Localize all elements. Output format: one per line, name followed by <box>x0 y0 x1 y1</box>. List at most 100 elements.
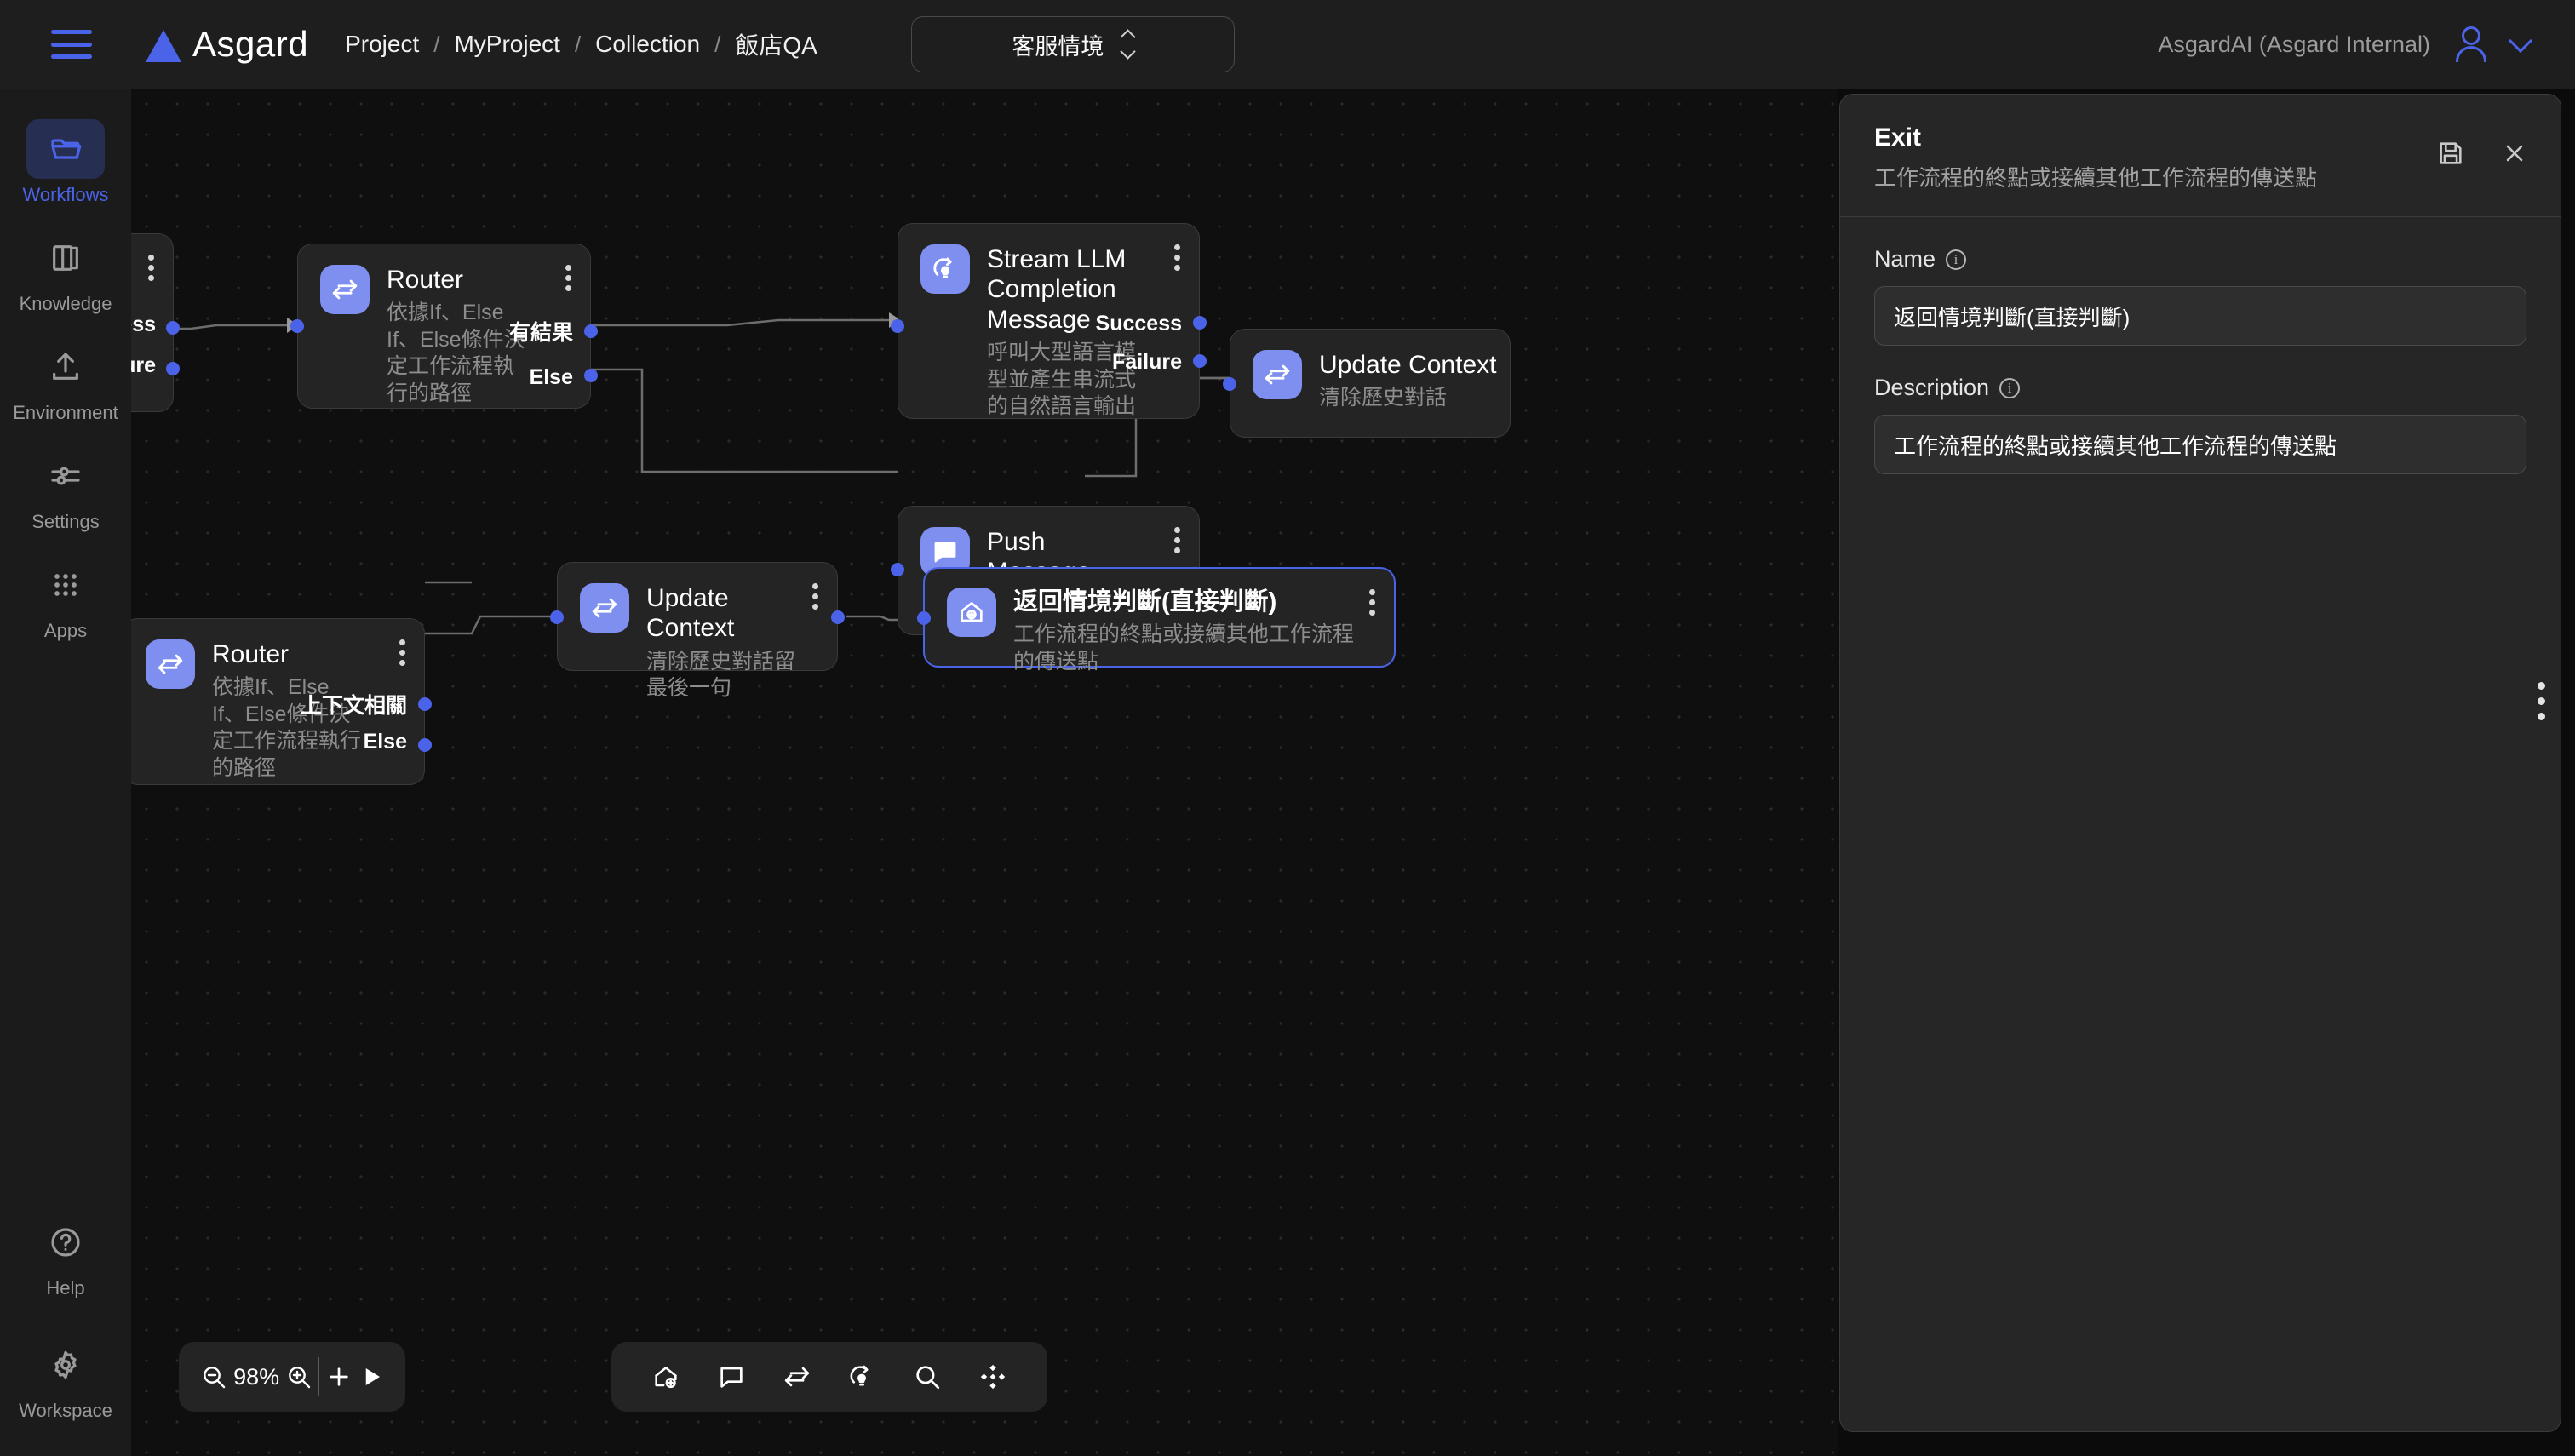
sidebar-item-workspace[interactable]: Workspace <box>0 1335 131 1422</box>
sidebar-item-knowledge[interactable]: Knowledge <box>0 228 131 315</box>
sidebar-label-apps: Apps <box>43 620 88 641</box>
port-dot-else[interactable] <box>584 369 598 382</box>
play-icon[interactable] <box>358 1364 384 1390</box>
sidebar-item-apps[interactable]: Apps <box>0 555 131 642</box>
info-icon[interactable]: i <box>1999 377 2021 398</box>
node-menu-icon[interactable] <box>148 255 154 281</box>
node-menu-icon[interactable] <box>812 583 818 610</box>
node-properties-panel: Exit 工作流程的終點或接續其他工作流程的傳送點 Name i Descrip… <box>1839 94 2561 1432</box>
hamburger-icon[interactable] <box>51 30 92 59</box>
sidebar-item-workflows[interactable]: Workflows <box>0 119 131 206</box>
node-title: 返回情境判斷(直接判斷) <box>1013 588 1277 616</box>
sidebar: Workflows Knowledge Environment <box>0 89 131 1456</box>
upload-icon <box>53 353 78 380</box>
port-label-context-related: 上下文相關 <box>300 694 407 718</box>
zoom-in-icon[interactable] <box>285 1363 313 1390</box>
port-dot-output[interactable] <box>831 610 845 624</box>
node-menu-icon[interactable] <box>399 639 405 666</box>
node-update-context-right[interactable]: Update Context 清除歷史對話 <box>1223 329 1511 438</box>
save-icon[interactable] <box>2436 139 2465 168</box>
port-label-failure: Failure <box>1112 350 1182 374</box>
port-label-success: Success <box>1095 312 1182 335</box>
breadcrumb-separator: / <box>714 31 721 57</box>
workflow-canvas[interactable]: Success Failure Router 依據If、Else If、Else… <box>131 89 1838 1456</box>
port-dot-context-related[interactable] <box>418 697 432 711</box>
router-icon <box>1253 350 1302 399</box>
panel-body: Name i Description i <box>1840 217 2561 503</box>
node-offscreen-left[interactable]: Success Failure <box>131 233 180 412</box>
sidebar-item-environment[interactable]: Environment <box>0 337 131 424</box>
llm-node-icon[interactable] <box>847 1362 876 1391</box>
sidebar-label-settings: Settings <box>32 511 100 532</box>
sidebar-item-settings[interactable]: Settings <box>0 446 131 533</box>
message-node-icon[interactable] <box>717 1362 746 1391</box>
node-title: Router <box>212 640 290 668</box>
node-menu-icon[interactable] <box>1369 589 1375 616</box>
sidebar-item-help[interactable]: Help <box>0 1212 131 1299</box>
sliders-icon <box>51 467 80 485</box>
node-exit-selected[interactable]: 返回情境判斷(直接判斷) 工作流程的終點或接續其他工作流程的傳送點 <box>917 567 1396 674</box>
port-label-else: Else <box>363 730 407 754</box>
port-dot-failure[interactable] <box>166 362 180 375</box>
port-dot-input[interactable] <box>290 319 304 333</box>
node-description: 工作流程的終點或接續其他工作流程的傳送點 <box>1013 622 1355 674</box>
breadcrumb-item-project[interactable]: Project <box>345 31 420 57</box>
node-router-bottom[interactable]: Router 依據If、Else If、Else條件決定工作流程執行的路徑 上下… <box>131 618 432 785</box>
environment-selector[interactable]: 客服情境 <box>910 16 1235 72</box>
sidebar-label-workflows: Workflows <box>22 184 109 205</box>
port-dot-input[interactable] <box>550 610 564 624</box>
exit-node-icon[interactable] <box>651 1362 680 1391</box>
zoom-out-icon[interactable] <box>200 1363 227 1390</box>
breadcrumb-separator: / <box>574 31 582 57</box>
breadcrumb-item-current[interactable]: 飯店QA <box>735 32 817 59</box>
node-stream-llm[interactable]: Stream LLM Completion Message 呼叫大型語言模型並產… <box>891 223 1207 419</box>
port-dot-failure[interactable] <box>1193 354 1207 368</box>
toolbar-divider <box>318 1357 320 1396</box>
panel-header: Exit 工作流程的終點或接續其他工作流程的傳送點 <box>1840 95 2561 217</box>
port-dot-input[interactable] <box>1223 377 1236 391</box>
port-dot-input[interactable] <box>891 319 904 333</box>
zoom-toolbar: 98% <box>179 1342 405 1412</box>
port-dot-success[interactable] <box>1193 316 1207 330</box>
close-icon[interactable] <box>2501 140 2528 167</box>
account-area[interactable]: AsgardAI (Asgard Internal) <box>2158 26 2533 62</box>
port-dot-else[interactable] <box>418 738 432 752</box>
router-node-icon[interactable] <box>783 1362 811 1391</box>
description-label-text: Description <box>1874 375 1990 400</box>
port-label-failure: Failure <box>131 353 156 377</box>
port-dot-input[interactable] <box>891 563 904 576</box>
drag-grip-icon[interactable] <box>2538 682 2545 720</box>
brand-name: Asgard <box>192 24 309 64</box>
breadcrumb-item-myproject[interactable]: MyProject <box>454 31 560 57</box>
search-icon[interactable] <box>913 1362 942 1391</box>
port-dot-success[interactable] <box>166 321 180 335</box>
port-label-has-result: 有結果 <box>508 321 573 345</box>
description-input[interactable] <box>1874 415 2526 474</box>
grid-dots-icon <box>54 574 77 596</box>
node-update-context[interactable]: Update Context 清除歷史對話留最後一句 <box>550 562 845 700</box>
chevron-down-icon[interactable] <box>2508 28 2533 54</box>
breadcrumb: Project / MyProject / Collection / 飯店QA <box>345 27 817 61</box>
panel-title: Exit <box>1874 123 1922 152</box>
port-dot-has-result[interactable] <box>584 324 598 338</box>
user-icon[interactable] <box>2454 26 2488 62</box>
name-input[interactable] <box>1874 286 2526 346</box>
node-description: 依據If、Else If、Else條件決定工作流程執行的路徑 <box>387 301 525 405</box>
node-description: 清除歷史對話留最後一句 <box>646 649 796 701</box>
fit-view-icon[interactable] <box>978 1362 1007 1391</box>
router-icon <box>320 265 370 314</box>
sidebar-label-help: Help <box>46 1277 85 1298</box>
breadcrumb-item-collection[interactable]: Collection <box>595 31 701 57</box>
node-menu-icon[interactable] <box>1174 244 1180 271</box>
info-icon[interactable]: i <box>1946 249 1967 270</box>
port-dot-input[interactable] <box>917 611 931 625</box>
node-router-top[interactable]: Router 依據If、Else If、Else條件決定工作流程執行的路徑 有結… <box>290 244 598 409</box>
plus-icon[interactable] <box>325 1363 353 1390</box>
zoom-level: 98% <box>233 1363 280 1390</box>
node-menu-icon[interactable] <box>1174 527 1180 553</box>
port-label-else: Else <box>529 365 573 389</box>
brand-logo[interactable]: Asgard <box>146 24 308 65</box>
node-menu-icon[interactable] <box>565 265 571 291</box>
panel-subtitle: 工作流程的終點或接續其他工作流程的傳送點 <box>1874 165 2318 191</box>
exit-icon <box>947 588 996 637</box>
